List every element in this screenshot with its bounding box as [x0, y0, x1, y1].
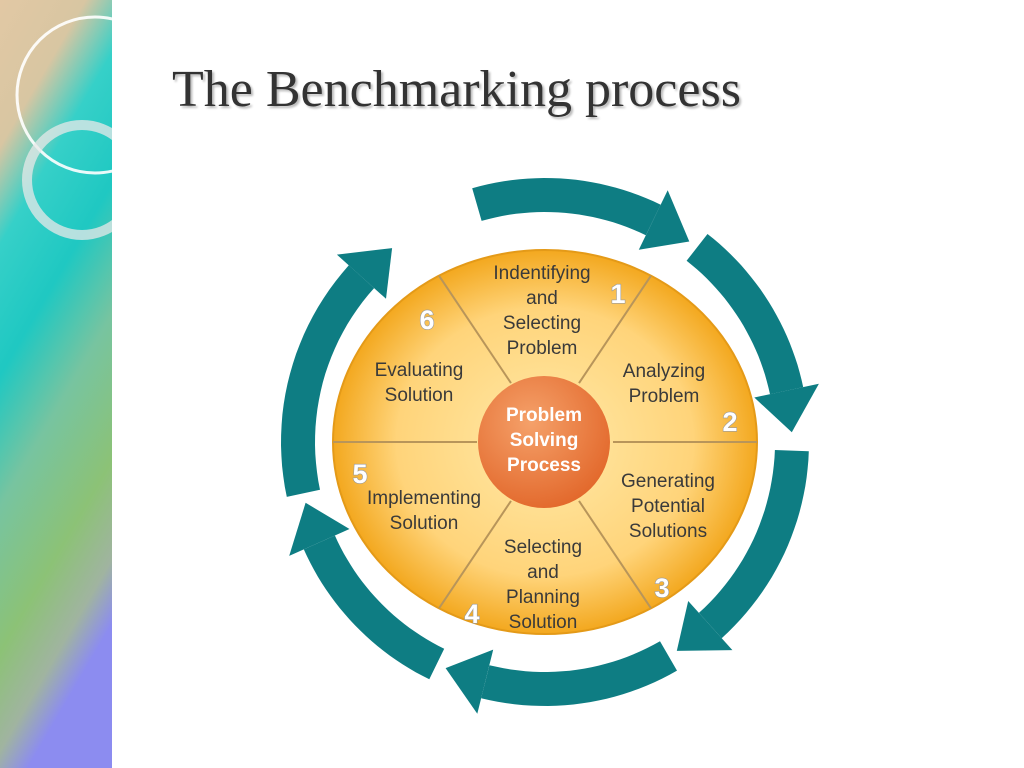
- slide-title: The Benchmarking process: [172, 61, 741, 118]
- step-3-label-line: Generating: [621, 471, 715, 492]
- step-5-label-line: Solution: [390, 513, 459, 534]
- step-4-label-line: Planning: [506, 587, 580, 608]
- step-1-number: 1: [610, 279, 625, 309]
- cycle-arrow-1: [472, 178, 661, 236]
- cycle-arrowhead-3: [676, 601, 733, 651]
- step-5-label-line: Implementing: [367, 488, 481, 509]
- step-2-label-line: Problem: [629, 386, 700, 407]
- cycle-arrow-3: [698, 450, 809, 639]
- segment-dividers: [333, 275, 757, 609]
- side-bar-graphic: [0, 0, 112, 768]
- center-label-line: Problem: [506, 405, 582, 426]
- center-label-line: Process: [507, 455, 581, 476]
- cycle-arrow-4: [481, 641, 677, 706]
- step-4-label-line: and: [527, 562, 559, 583]
- center-circle: [478, 376, 610, 508]
- cycle-arrowhead-6: [336, 248, 393, 299]
- step-2-number: 2: [722, 407, 737, 437]
- cycle-arrowhead-2: [754, 383, 819, 433]
- segment-divider-3: [438, 500, 512, 609]
- cycle-arrowhead-4: [445, 649, 494, 714]
- cycle-arrowhead-5: [289, 502, 350, 556]
- step-4-label-line: Solution: [509, 612, 578, 633]
- step-3-label-line: Potential: [631, 496, 705, 517]
- cycle-arrow-5: [303, 535, 445, 680]
- decorative-ring-large: [15, 15, 112, 175]
- step-1-label-line: and: [526, 288, 558, 309]
- step-1-label-line: Problem: [507, 338, 578, 359]
- cycle-arrow-6: [281, 265, 375, 497]
- step-5-number: 5: [352, 459, 367, 489]
- step-3-number: 3: [654, 573, 669, 603]
- step-1-label-line: Selecting: [503, 313, 581, 334]
- segment-divider-6: [578, 275, 652, 384]
- step-6-label-line: Solution: [385, 385, 454, 406]
- cycle-arrow-2: [686, 234, 804, 395]
- step-2-label-line: Analyzing: [623, 361, 705, 382]
- cycle-arrows: [281, 178, 819, 714]
- step-4-label-line: Selecting: [504, 537, 582, 558]
- step-6-label-line: Evaluating: [375, 360, 464, 381]
- segment-divider-5: [438, 275, 512, 384]
- cycle-arrowhead-1: [638, 190, 690, 250]
- decorative-side-bar: [0, 0, 112, 768]
- decorative-ring-small: [22, 120, 112, 240]
- center-label-line: Solving: [510, 430, 579, 451]
- step-6-number: 6: [419, 305, 434, 335]
- step-1-label-line: Indentifying: [493, 263, 590, 284]
- step-4-number: 4: [464, 599, 479, 629]
- segment-divider-2: [578, 500, 652, 609]
- step-3-label-line: Solutions: [629, 521, 707, 542]
